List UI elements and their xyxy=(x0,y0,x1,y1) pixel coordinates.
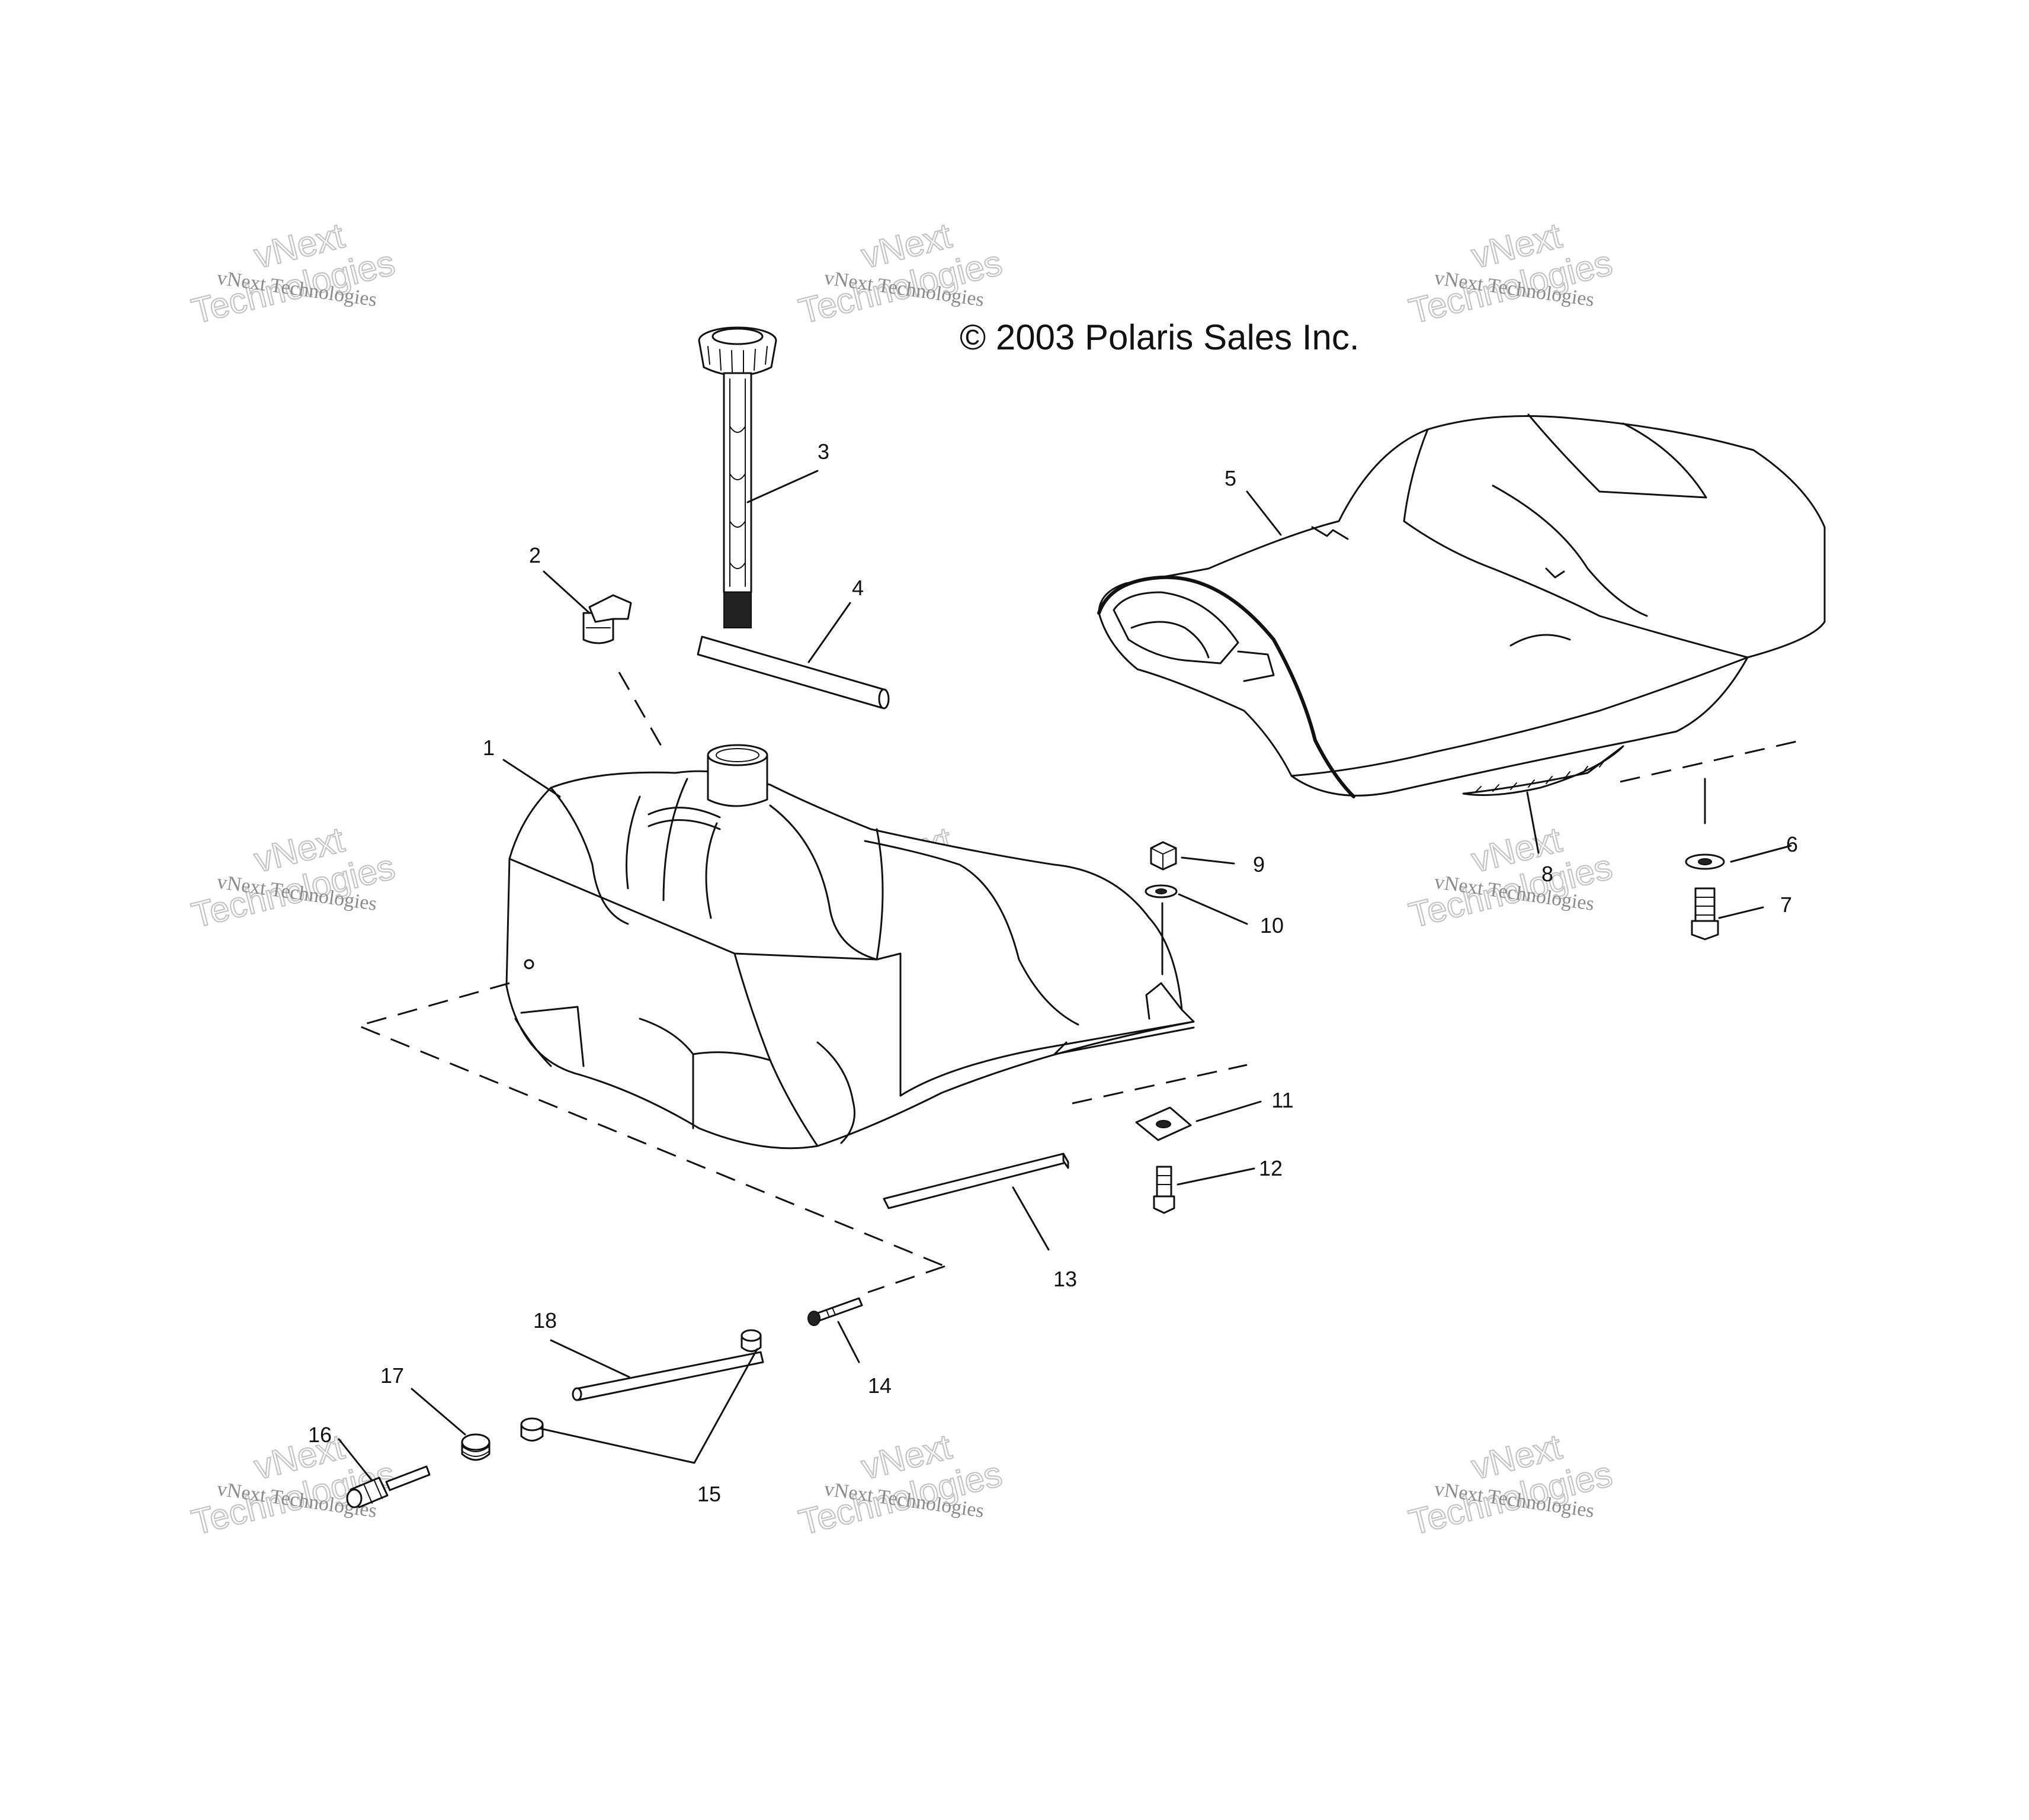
cap-part-17 xyxy=(461,1433,491,1461)
nut-plate-part-11 xyxy=(1135,1106,1192,1141)
strip-part-13 xyxy=(883,1153,1069,1209)
watermark-outline-text: vNextTechnologies xyxy=(1396,1416,1616,1542)
callout-1: 1 xyxy=(483,736,495,760)
callout-11: 11 xyxy=(1271,1088,1293,1112)
watermark-outline-text: vNextTechnologies xyxy=(178,1416,399,1542)
callout-15: 15 xyxy=(697,1482,721,1506)
vent-fitting-part xyxy=(582,594,632,644)
washer-part-10 xyxy=(1145,884,1178,898)
seat-part xyxy=(1097,413,1826,798)
callout-6: 6 xyxy=(1786,832,1798,856)
callout-13: 13 xyxy=(1053,1267,1077,1291)
callout-10: 10 xyxy=(1260,913,1284,938)
callout-2: 2 xyxy=(529,543,541,567)
callout-12: 12 xyxy=(1259,1156,1283,1180)
copyright-notice: © 2003 Polaris Sales Inc. xyxy=(960,317,1360,357)
callout-8: 8 xyxy=(1541,862,1553,886)
watermark-outline-text: vNextTechnologies xyxy=(1396,809,1616,935)
washer-part-6 xyxy=(1685,853,1725,870)
callout-17: 17 xyxy=(380,1363,404,1388)
grommet-part-15a xyxy=(741,1329,762,1352)
bolt-part-7 xyxy=(1691,887,1719,941)
pin-part-14 xyxy=(807,1297,863,1326)
watermark-outline-text: vNextTechnologies xyxy=(178,809,399,935)
watermark-outline-text: vNextTechnologies xyxy=(786,1416,1006,1542)
filler-neck-part xyxy=(698,326,777,628)
callout-labels: 1 2 3 4 5 6 7 8 9 10 11 12 13 14 15 16 1… xyxy=(308,439,1798,1506)
watermark-outline-text: vNextTechnologies xyxy=(178,205,399,331)
leader-lines xyxy=(338,470,1792,1482)
fuel-tank-part xyxy=(505,744,1195,1150)
bolt-part-12 xyxy=(1153,1166,1175,1214)
watermark-outline-text: vNextTechnologies xyxy=(786,205,1006,331)
assembly-lines xyxy=(355,672,1807,1293)
callout-14: 14 xyxy=(868,1373,892,1398)
grommet-part-15b xyxy=(520,1417,544,1442)
callout-3: 3 xyxy=(818,439,829,464)
callout-5: 5 xyxy=(1225,466,1236,490)
rod-part xyxy=(697,635,890,710)
rod-part-18 xyxy=(572,1351,764,1401)
callout-9: 9 xyxy=(1253,852,1265,877)
callout-4: 4 xyxy=(852,576,864,600)
callout-16: 16 xyxy=(308,1423,332,1447)
callout-18: 18 xyxy=(533,1308,557,1333)
watermark-outline-text: vNextTechnologies xyxy=(1396,205,1616,331)
nut-part-9 xyxy=(1150,841,1177,871)
callout-7: 7 xyxy=(1780,893,1792,917)
fitting-part-16 xyxy=(346,1465,431,1508)
